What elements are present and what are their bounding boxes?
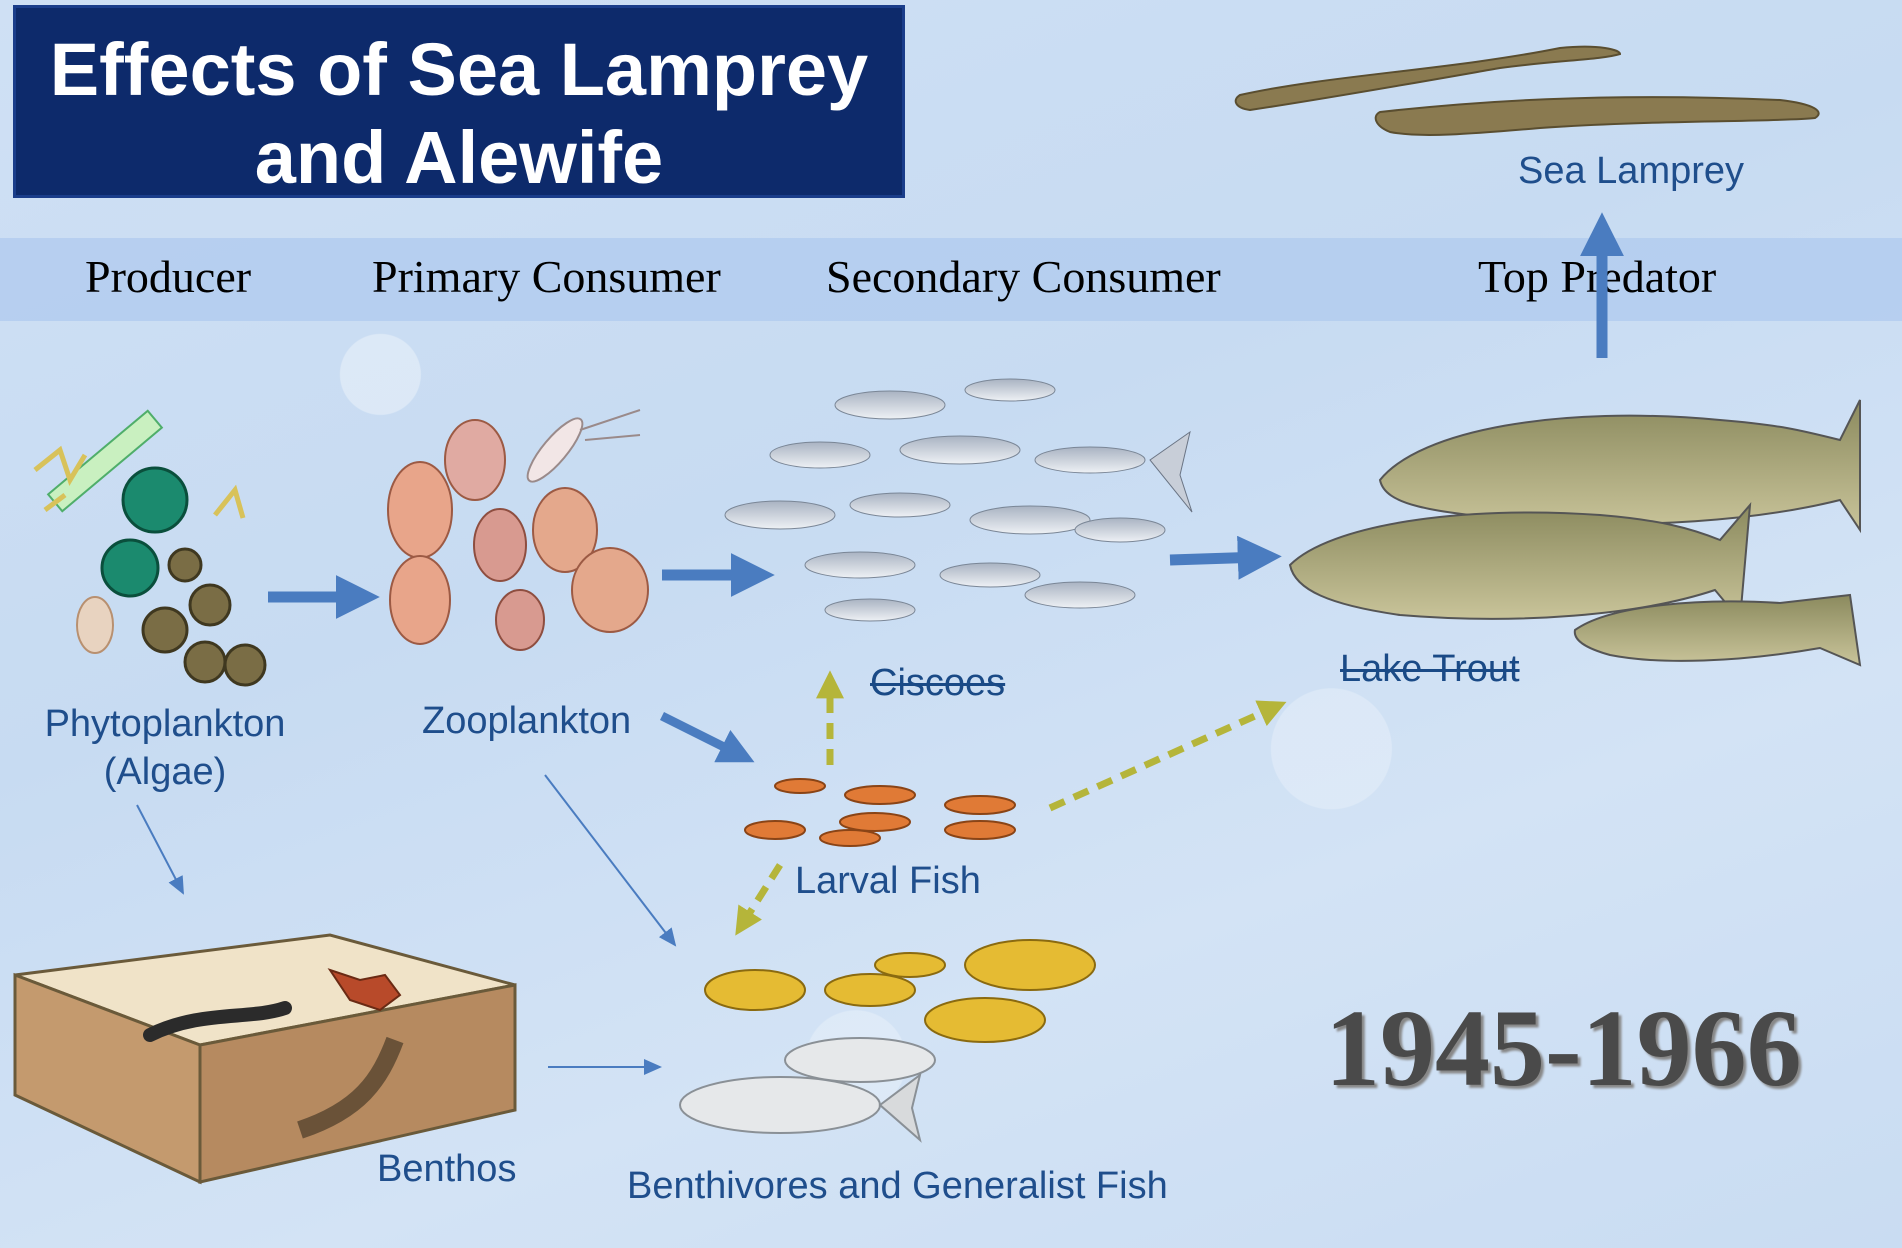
ciscoes-illustration bbox=[725, 379, 1192, 621]
label-zooplankton: Zooplankton bbox=[422, 700, 631, 743]
lake-trout-illustration bbox=[1290, 400, 1860, 665]
label-phytoplankton-line1: Phytoplankton bbox=[30, 700, 300, 748]
label-sea-lamprey: Sea Lamprey bbox=[1518, 150, 1744, 193]
arrow-ciscoes-to-lake-trout bbox=[1170, 557, 1262, 560]
benthivore-fish-illustration bbox=[680, 940, 1095, 1140]
label-benthos: Benthos bbox=[377, 1148, 516, 1191]
arrow-zooplankton-to-larval-fish bbox=[662, 716, 740, 755]
sea-lamprey-illustration bbox=[1236, 47, 1819, 135]
phytoplankton-illustration bbox=[35, 411, 265, 685]
label-lake-trout: Lake Trout bbox=[1340, 648, 1520, 691]
dashed-arrow-larval-fish-to-lake-trout bbox=[1050, 707, 1275, 808]
label-phytoplankton-line2: (Algae) bbox=[30, 748, 300, 796]
label-benthivores: Benthivores and Generalist Fish bbox=[627, 1165, 1168, 1208]
arrow-zooplankton-to-benthivores bbox=[545, 775, 675, 945]
dashed-arrow-larval-fish-to-benthivores bbox=[742, 865, 780, 925]
label-ciscoes: Ciscoes bbox=[870, 662, 1005, 705]
benthos-illustration bbox=[15, 935, 515, 1182]
arrow-phytoplankton-to-benthos bbox=[137, 805, 183, 893]
label-larval-fish: Larval Fish bbox=[795, 860, 981, 903]
year-range: 1945-1966 bbox=[1325, 985, 1802, 1112]
larval-fish-illustration bbox=[745, 779, 1015, 846]
label-phytoplankton: Phytoplankton (Algae) bbox=[30, 700, 300, 796]
zooplankton-illustration bbox=[388, 410, 648, 650]
